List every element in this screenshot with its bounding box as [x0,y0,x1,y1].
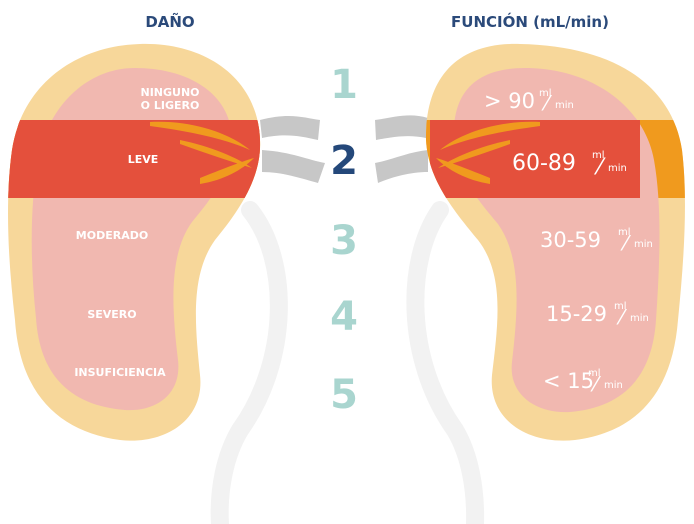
left-kidney [8,43,261,441]
unit-slash: ⁄ [541,91,552,115]
stage-1-function-value: > 90 [484,89,535,113]
stage-5-damage-label: INSUFICIENCIA [74,366,166,379]
stage-3-number: 3 [330,218,358,264]
right-kidney [425,43,685,441]
stage-2-damage-label: LEVE [128,153,159,166]
stage-4-number: 4 [330,294,358,340]
stage-1-function: > 90 ml ⁄ min [484,88,574,115]
unit-slash: ⁄ [620,231,631,255]
damage-header: DAÑO [145,12,194,31]
stage-2-number: 2 [330,138,358,184]
unit-min: min [604,380,623,391]
stage-3-damage-label: MODERADO [76,229,148,242]
unit-ml: ml [588,368,601,379]
unit-min: min [634,239,653,250]
stage-4-damage-label: SEVERO [87,308,136,321]
stage-5-function-value: < 15 [543,369,594,393]
unit-ml: ml [614,301,627,312]
stage-4-function-value: 15-29 [546,302,607,326]
unit-ml: ml [618,227,631,238]
stage-1-damage-label-line-2: O LIGERO [141,99,200,112]
renal-vessels [260,115,428,183]
stage-3-function-value: 30-59 [540,228,601,252]
unit-slash: ⁄ [590,372,601,396]
unit-ml: ml [539,88,552,99]
stage-1-damage-label-line-1: NINGUNO [140,86,199,99]
stage-2-function-value: 60-89 [512,151,576,176]
right-calyx [436,121,540,184]
unit-min: min [555,100,574,111]
unit-min: min [608,163,627,174]
function-header: FUNCIÓN (mL/min) [451,12,609,31]
unit-ml: ml [592,150,605,161]
left-kidney-inner-band [8,120,260,198]
stage-5-function: < 15 ml ⁄ min [543,368,623,396]
unit-slash: ⁄ [616,305,627,329]
stage-4-function: 15-29 ml ⁄ min [546,301,649,329]
left-calyx [150,121,254,184]
stage-5-number: 5 [330,372,358,418]
stage-3-function: 30-59 ml ⁄ min [540,227,653,255]
stage-1-number: 1 [330,62,358,108]
unit-min: min [630,313,649,324]
ureter-outlines [210,201,485,524]
